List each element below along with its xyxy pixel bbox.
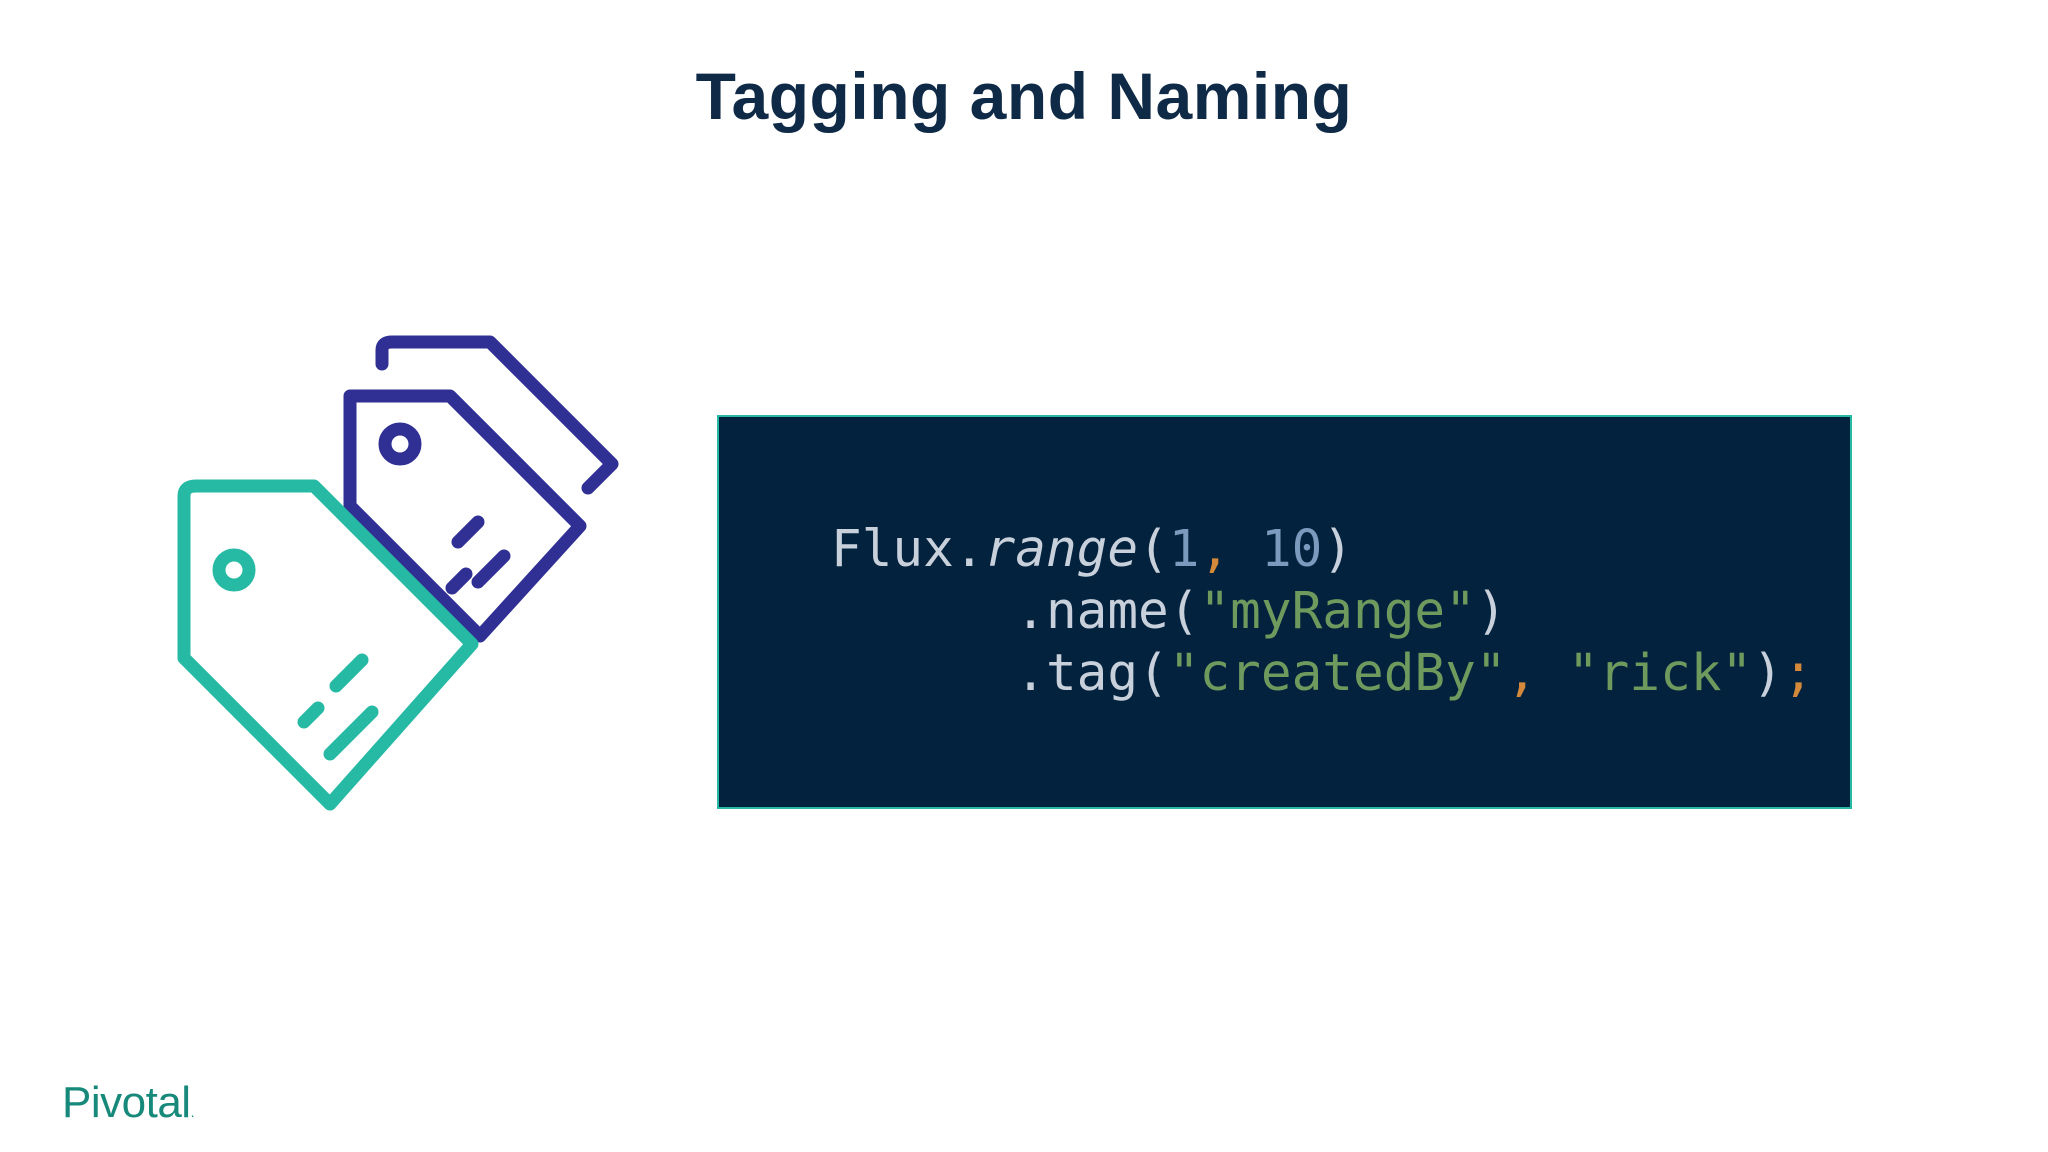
code-token: 10	[1260, 520, 1323, 579]
code-line-3: .tag("createdBy", "rick");	[831, 644, 1814, 703]
code-token: )	[1752, 644, 1783, 703]
code-token: Flux	[831, 520, 954, 579]
code-token: "myRange"	[1199, 582, 1476, 641]
code-token: .	[953, 520, 985, 579]
code-token: range	[984, 520, 1139, 579]
code-token: )	[1322, 520, 1354, 579]
code-token: ,	[1199, 520, 1231, 579]
code-token	[1537, 644, 1568, 703]
code-token: 1	[1168, 520, 1200, 579]
code-token: )	[1475, 582, 1507, 641]
middle-tag-hole	[378, 422, 422, 466]
code-snippet: Flux.range(1, 10) .name("myRange") .tag(…	[831, 519, 1814, 705]
code-indent	[831, 582, 1015, 641]
back-tag-outline	[375, 335, 619, 495]
code-token: ,	[1506, 644, 1538, 703]
front-tag-outline	[177, 479, 479, 811]
price-tags-icon	[177, 335, 619, 811]
slide-title: Tagging and Naming	[695, 59, 1353, 133]
code-token: ;	[1782, 644, 1814, 703]
code-token: "createdBy"	[1168, 644, 1507, 703]
middle-tag-outline	[343, 389, 587, 643]
pivotal-logo: Pivotal.	[62, 1078, 195, 1128]
code-panel: Flux.range(1, 10) .name("myRange") .tag(…	[717, 415, 1852, 809]
code-line-2: .name("myRange")	[831, 582, 1507, 641]
code-token: .name(	[1015, 582, 1200, 641]
code-line-1: Flux.range(1, 10)	[831, 520, 1353, 579]
code-indent	[831, 644, 1015, 703]
code-token: .tag(	[1015, 644, 1169, 703]
code-token: "rick"	[1567, 644, 1753, 703]
code-token	[1230, 520, 1261, 579]
logo-mark: .	[190, 1104, 195, 1120]
code-token: (	[1138, 520, 1169, 579]
logo-text: Pivotal	[62, 1078, 191, 1127]
front-tag-hole	[212, 548, 256, 592]
